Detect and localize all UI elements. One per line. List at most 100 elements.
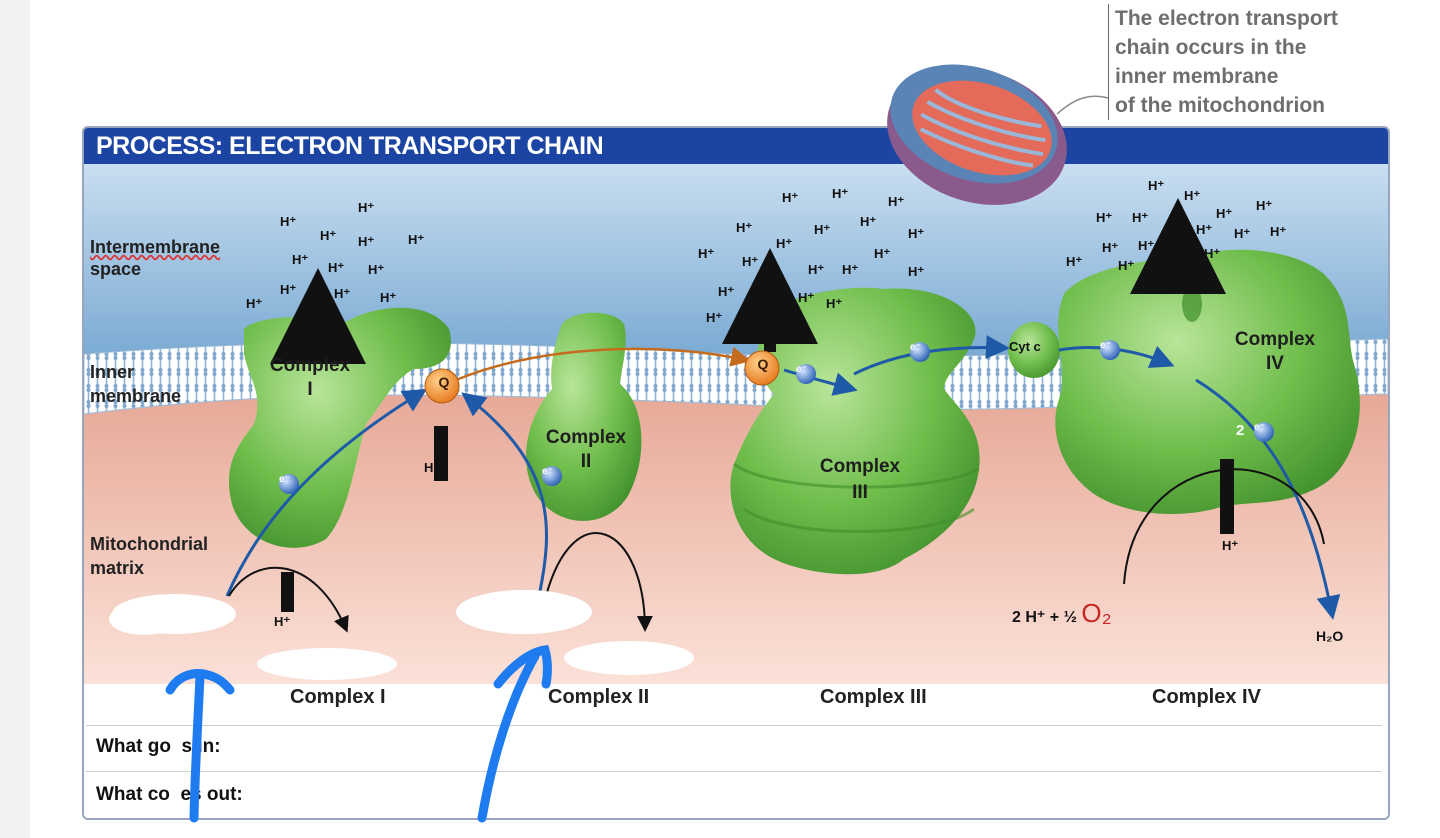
label-line: membrane (90, 386, 182, 406)
table-header-complex-1: Complex I (290, 686, 386, 708)
electron-label: e⁻ (1100, 340, 1111, 351)
proton-stem-c1 (281, 572, 294, 612)
complex-label-line: Complex (819, 456, 901, 477)
label-inner-membrane: Inner membrane (90, 360, 181, 408)
hplus: H⁺ (1234, 226, 1251, 241)
pen-arrow-shaft-2 (477, 651, 540, 823)
electron-q (796, 364, 816, 384)
hplus: H⁺ (718, 284, 735, 299)
callout-line: of the mitochondrion (1115, 94, 1325, 117)
hplus: H⁺ (826, 296, 843, 311)
complex-3-label: Complex III (810, 454, 910, 506)
mitochondrion-callout: The electron transport chain occurs in t… (1108, 4, 1415, 120)
etc-diagram (84, 164, 1388, 684)
hplus: H⁺ (246, 296, 263, 311)
hplus: H⁺ (1216, 206, 1233, 221)
hplus: H⁺ (842, 262, 859, 277)
complex-label-line: Complex (269, 355, 351, 376)
callout-line: inner membrane (1115, 65, 1279, 88)
hplus: H⁺ (742, 254, 759, 269)
proton-stem-q (434, 426, 448, 481)
hplus: H⁺ (424, 460, 441, 475)
hplus: H⁺ (1196, 222, 1213, 237)
proton-stem-c4 (1220, 459, 1234, 534)
hplus: H⁺ (280, 214, 297, 229)
cytochrome-c (1008, 322, 1060, 378)
hplus: H⁺ (1184, 188, 1201, 203)
electron-cytc (1100, 340, 1120, 360)
row-label-goes-in: What go s in: (96, 736, 221, 757)
reaction-lhs: 2 H⁺ + ½ (1012, 609, 1077, 626)
hplus: H⁺ (328, 260, 345, 275)
hplus: H⁺ (358, 200, 375, 215)
matrix-arrow-c1 (228, 566, 349, 633)
hplus: H⁺ (274, 614, 291, 629)
hplus: H⁺ (814, 222, 831, 237)
hplus: H⁺ (334, 286, 351, 301)
hplus: H⁺ (1132, 210, 1149, 225)
hplus: H⁺ (292, 252, 309, 267)
hplus: H⁺ (782, 190, 799, 205)
electron-path-c3-cytc (853, 335, 1010, 376)
cytc-label: Cyt c (1009, 339, 1041, 354)
matrix-arrow-c2 (545, 532, 653, 632)
hplus: H⁺ (1204, 246, 1221, 261)
reaction-text: 2 H⁺ + ½ O₂ (1012, 598, 1112, 629)
complex-1-label: Complex I (262, 354, 358, 402)
hplus: H⁺ (1270, 224, 1287, 239)
process-title: PROCESS: ELECTRON TRANSPORT CHAIN (84, 128, 1388, 164)
q-shuttle-path (455, 347, 751, 382)
process-panel: PROCESS: ELECTRON TRANSPORT CHAIN (82, 126, 1390, 820)
hplus: H⁺ (908, 264, 925, 279)
complex-label-line: II (580, 451, 592, 472)
pen-arrow-head-2 (493, 645, 552, 689)
whiteout-blobs (109, 590, 694, 680)
electron-path-c4-water (1195, 378, 1341, 620)
electron-label: e⁻ (910, 342, 921, 353)
electron-label: e⁻ (796, 364, 807, 375)
hplus: H⁺ (1096, 210, 1113, 225)
complex-4-label: Complex IV (1225, 328, 1325, 376)
hplus: H⁺ (1102, 240, 1119, 255)
hplus: H⁺ (860, 214, 877, 229)
q-label-1: Q (438, 374, 450, 390)
electron-label: e⁻ (1254, 422, 1265, 433)
hplus: H⁺ (1118, 258, 1135, 273)
hplus: H⁺ (1256, 198, 1273, 213)
electron-label: e⁻ (542, 466, 553, 477)
pen-arrow-shaft-1 (189, 671, 205, 823)
ubiquinone-q1 (424, 368, 460, 404)
electron-path-c2 (461, 392, 548, 597)
mitochondrion-illustration (887, 64, 1109, 205)
left-gutter (0, 0, 30, 838)
hplus: H⁺ (280, 282, 297, 297)
complex-2-label: Complex II (538, 426, 634, 474)
hplus: H⁺ (1066, 254, 1083, 269)
callout-line: The electron transport (1115, 7, 1338, 30)
hplus: H⁺ (320, 228, 337, 243)
label-line: space (90, 259, 142, 279)
callout-line: chain occurs in the (1115, 36, 1307, 59)
hplus: H⁺ (808, 262, 825, 277)
electron-label: e⁻ (279, 474, 290, 485)
complex-label-line: Complex (1234, 329, 1316, 350)
oxygen-label: O₂ (1081, 598, 1112, 628)
table-divider (86, 771, 1382, 772)
ubiquinone-q2 (744, 350, 780, 386)
complex-label-line: I (307, 379, 313, 400)
hplus: H⁺ (832, 186, 849, 201)
electron-path-q3 (783, 368, 858, 396)
electron-c3 (910, 342, 930, 362)
complex-4 (1055, 249, 1360, 515)
table-divider (86, 725, 1382, 726)
hplus: H⁺ (798, 290, 815, 305)
q-label-2: Q (757, 356, 769, 372)
hplus: H⁺ (736, 220, 753, 235)
hplus: H⁺ (888, 194, 905, 209)
hplus: H⁺ (380, 290, 397, 305)
hplus: H⁺ (408, 232, 425, 247)
complex-label-line: III (852, 482, 868, 503)
label-intermembrane-space: Intermembrane space (90, 236, 220, 280)
electron-c2 (542, 466, 562, 486)
table-header-complex-4: Complex IV (1152, 686, 1261, 708)
